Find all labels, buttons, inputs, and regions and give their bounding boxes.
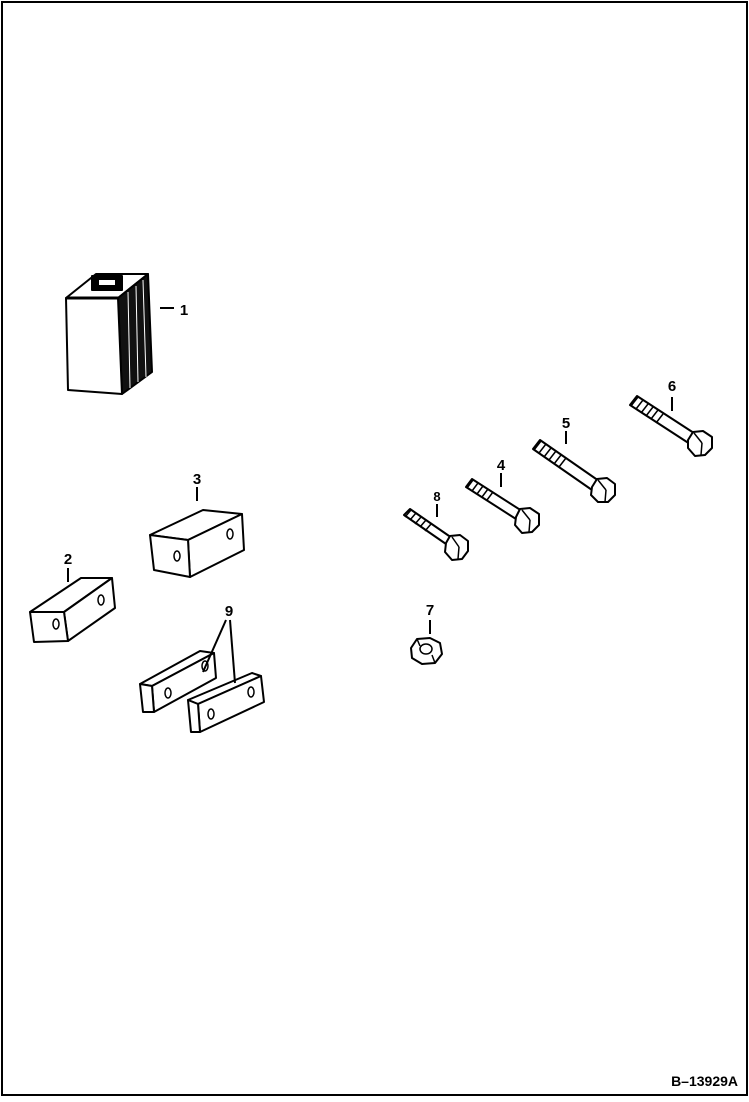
bolt-4-part xyxy=(465,478,540,534)
nut-part xyxy=(410,637,443,665)
callout-leaders-9 xyxy=(202,619,236,684)
bolt-5-part xyxy=(532,439,616,503)
weight-block-part xyxy=(65,273,153,395)
callout-label-9: 9 xyxy=(225,603,233,620)
bolt-6-part xyxy=(629,395,713,457)
bolt-8-part xyxy=(403,508,469,561)
drawing-number: B–13929A xyxy=(671,1073,738,1089)
small-plate-part xyxy=(29,577,116,643)
shim-plate-a xyxy=(139,650,217,713)
callout-label-1: 1 xyxy=(180,302,188,319)
callout-label-2: 2 xyxy=(64,551,72,568)
shim-plate-b xyxy=(187,672,265,733)
callout-label-5: 5 xyxy=(562,415,570,432)
spacer-block-part xyxy=(149,509,245,578)
callout-label-7: 7 xyxy=(426,602,434,619)
callout-label-4: 4 xyxy=(497,457,506,474)
callout-label-8: 8 xyxy=(433,489,440,504)
callout-label-6: 6 xyxy=(668,378,676,395)
callout-label-3: 3 xyxy=(193,471,201,488)
